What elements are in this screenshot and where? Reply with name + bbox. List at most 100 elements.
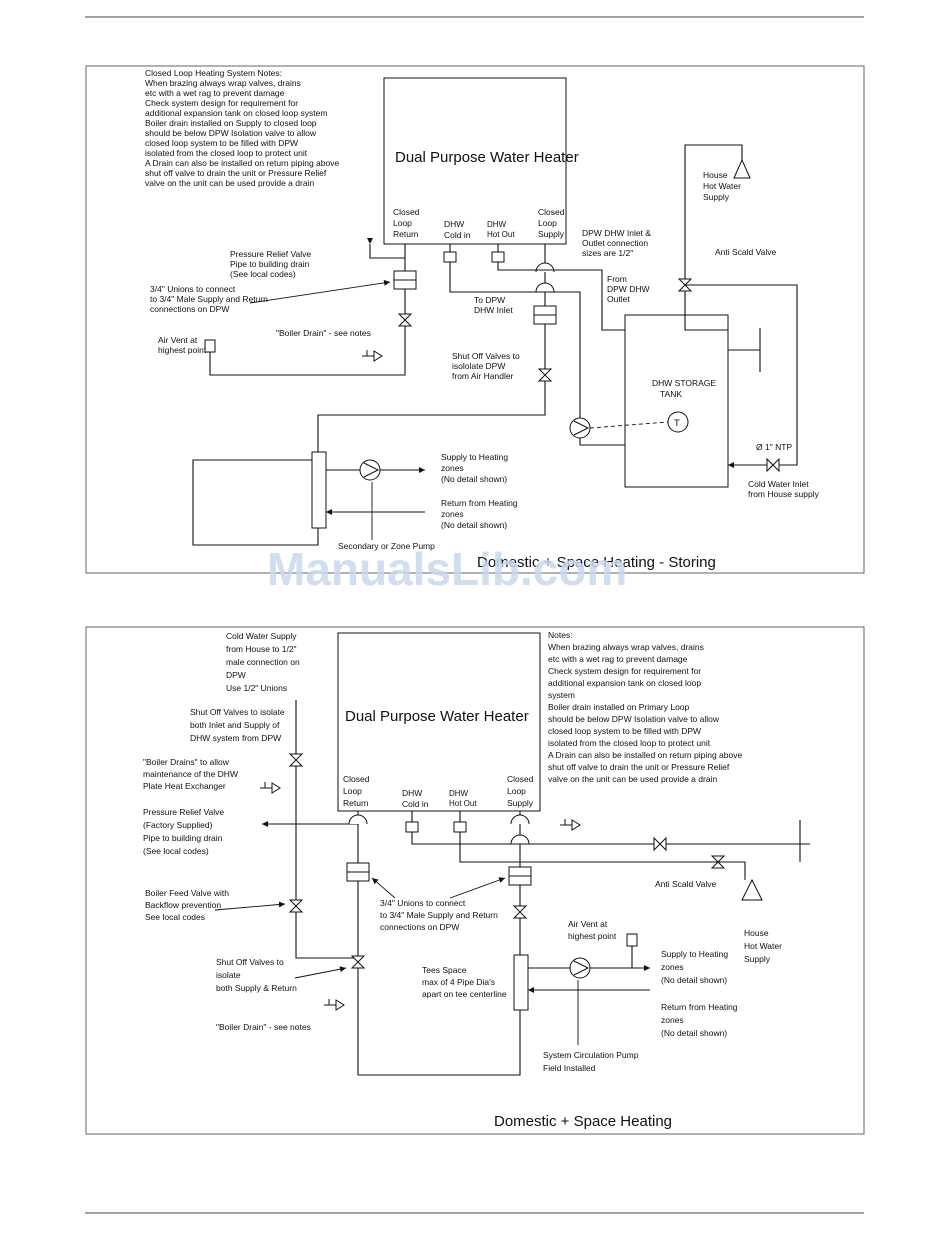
dhw-cold-line-2 [459,811,746,880]
feed-valve-leader [214,901,286,911]
dhw-storage-tank [624,314,729,488]
heater-title: Dual Purpose Water Heater [395,149,579,166]
shutoff-valve-supply [538,368,552,382]
dhw-valve-2 [653,837,667,851]
relief-pipe [367,238,405,259]
anti-scald-bypass [685,284,798,468]
boiler-drain-label: "Boiler Drain" - see notes [276,328,371,338]
drain-right [559,818,581,831]
fixture-hot-2 [741,878,763,901]
thermostat-link [589,421,669,429]
unions-2-leader-a [371,877,396,899]
unions-leader [249,279,391,304]
crossover-2 [535,282,555,293]
dhw-hot-line-2 [411,811,810,845]
fixture-hot-1 [733,158,751,179]
dhw-pump [569,417,591,439]
crossover-1 [535,262,555,273]
notes-closed-loop: Closed Loop Heating System Notes: When b… [145,68,342,188]
dhw-cold-fitting [443,251,457,263]
crossover-r [348,814,368,825]
supply-pipe [192,244,546,546]
heater-box [383,77,567,245]
dhw-cold-fitting-2 [405,821,419,833]
dhw-hot-fitting-2 [453,821,467,833]
union-return [393,270,417,290]
npt-label: Ø 1" NTP [756,442,792,452]
heater-box-2 [337,632,541,812]
boiler-drain-1 [361,349,383,362]
shutoff-supply-2 [513,905,527,919]
shutoff-dhw-valve [289,753,303,767]
cold-supply-pipe [295,700,358,959]
return-pipe [209,244,406,376]
diagram2-frame [85,626,865,1135]
loop-return-2 [357,811,521,1076]
shutoff-valve-return [398,313,412,327]
thermostat-label: T [674,418,680,429]
notes-2: Notes: When brazing always wrap valves, … [548,630,745,784]
diagram1-caption: Domestic + Space Heating - Storing [477,554,716,571]
air-vent [204,339,216,353]
pressure-relief-2-label: Pressure Relief Valve(Factory Supplied)P… [143,807,224,856]
shutoff-loop-leader [294,966,347,979]
cold-inlet-valve [766,458,780,472]
heater-title-2: Dual Purpose Water Heater [345,708,529,725]
crossover-s2 [510,834,530,845]
boiler-drain-2-label: "Boiler Drain" - see notes [216,1022,311,1032]
crossover-s1 [510,814,530,825]
zone-pump-label: Secondary or Zone Pump [338,541,435,551]
air-vent-2 [626,933,638,947]
boiler-drains-dhw [259,781,281,794]
unions-2-leader-b [449,877,506,899]
anti-scald-2-label: Anti Scald Valve [655,879,717,889]
watermark: ManualsLib.com [267,543,627,595]
tee-manifold-2 [513,954,529,1011]
zone-pump [359,459,381,481]
boiler-drain-2 [323,998,345,1011]
union-supply [533,305,557,325]
anti-scald-label: Anti Scald Valve [715,247,777,257]
tee-manifold-1 [311,451,327,529]
dhw-cold-pipe [449,244,625,446]
dhw-hot-fitting [491,251,505,263]
hot-supply-pipe [684,144,760,351]
diagram2-caption: Domestic + Space Heating [494,1113,672,1130]
circ-pump [569,957,591,979]
union-supply-2 [508,866,532,886]
